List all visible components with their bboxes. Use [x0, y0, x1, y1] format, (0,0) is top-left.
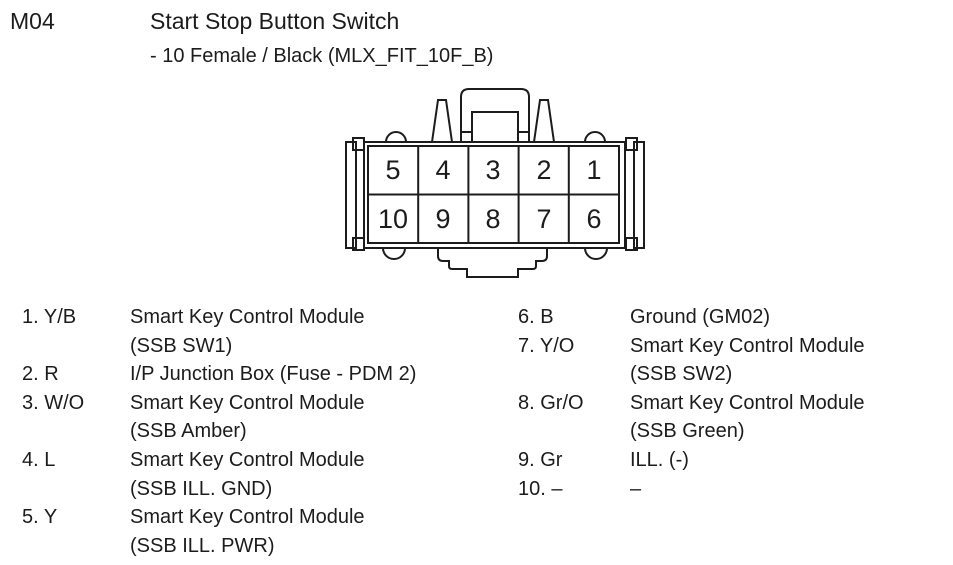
pin-entry-4: 4. L Smart Key Control Module (SSB ILL. … [22, 446, 518, 503]
pin-cavity-8: 8 [485, 203, 501, 234]
bottom-bump-right [584, 247, 608, 260]
pin-wire-label: 4. L [22, 448, 56, 471]
pin-table-left-column: 1. Y/B Smart Key Control Module (SSB SW1… [22, 303, 518, 560]
top-bump-right [584, 131, 606, 143]
pin-cavity-7: 7 [536, 203, 552, 234]
pin-entry-9: 9. Gr ILL. (-) [518, 446, 865, 475]
pin-entry-10: 10. – – [518, 475, 865, 504]
pin-description-table: 1. Y/B Smart Key Control Module (SSB SW1… [0, 303, 865, 560]
pin-wire-label: 7. Y/O [518, 334, 575, 357]
connector-spec-subtitle: - 10 Female / Black (MLX_FIT_10F_B) [150, 45, 494, 67]
pin-cavity-6: 6 [586, 203, 602, 234]
pin-entry-3: 3. W/O Smart Key Control Module (SSB Amb… [22, 389, 518, 446]
pin-wire-label: 8. Gr/O [518, 391, 584, 414]
bottom-bump-left [382, 247, 406, 260]
bottom-tab-outline [437, 247, 548, 278]
pin-cavity-4: 4 [435, 154, 451, 185]
pin-description: Ground (GM02) [630, 306, 771, 328]
pin-cavity-5: 5 [385, 154, 401, 185]
pin-wire-label: 6. B [518, 306, 554, 328]
pin-entry-7: 7. Y/O Smart Key Control Module (SSB SW2… [518, 332, 865, 389]
pin-cavity-3: 3 [485, 154, 501, 185]
key-rib-right [532, 99, 556, 143]
page-title: Start Stop Button Switch [150, 8, 400, 34]
pin-entry-1: 1. Y/B Smart Key Control Module (SSB SW1… [22, 303, 518, 360]
pin-description: Smart Key Control Module (SSB ILL. GND) [130, 448, 365, 500]
pin-description: Smart Key Control Module (SSB ILL. PWR) [130, 506, 365, 557]
connector-outline-drawing [345, 88, 645, 278]
pin-wire-label: 1. Y/B [22, 306, 77, 328]
pin-wire-label: 9. Gr [518, 448, 563, 471]
connector-id: M04 [10, 8, 55, 34]
pin-grid-lines [368, 146, 619, 243]
pin-table-right-column: 6. B Ground (GM02) 7. Y/O Smart Key Cont… [518, 303, 865, 560]
pin-cavity-9: 9 [435, 203, 451, 234]
latch-tab-inner [471, 111, 519, 143]
pin-description: Smart Key Control Module (SSB SW2) [630, 334, 865, 386]
pin-wire-label: 10. – [518, 477, 563, 500]
pin-description: I/P Junction Box (Fuse - PDM 2) [130, 363, 417, 386]
pin-description: – [630, 477, 642, 500]
connector-diagram: 5 4 3 2 1 10 9 8 7 6 [330, 85, 660, 285]
side-bracket-left [345, 137, 365, 251]
key-rib-left [430, 99, 454, 143]
pin-entry-6: 6. B Ground (GM02) [518, 303, 865, 332]
pin-cavity-2: 2 [536, 154, 552, 185]
pin-entry-2: 2. R I/P Junction Box (Fuse - PDM 2) [22, 360, 518, 389]
pin-wire-label: 3. W/O [22, 391, 85, 414]
side-bracket-right [625, 137, 645, 251]
pin-description: Smart Key Control Module (SSB Amber) [130, 391, 365, 443]
pin-description: Smart Key Control Module (SSB Green) [630, 391, 865, 443]
pin-entry-8: 8. Gr/O Smart Key Control Module (SSB Gr… [518, 389, 865, 446]
pin-cavity-10: 10 [377, 203, 409, 234]
pin-wire-label: 2. R [22, 363, 59, 386]
pin-description: ILL. (-) [630, 448, 689, 471]
pin-entry-5: 5. Y Smart Key Control Module (SSB ILL. … [22, 503, 518, 560]
pin-cavity-1: 1 [586, 154, 602, 185]
pin-wire-label: 5. Y [22, 506, 58, 529]
top-bump-left [385, 131, 407, 143]
pin-description: Smart Key Control Module (SSB SW1) [130, 306, 365, 357]
